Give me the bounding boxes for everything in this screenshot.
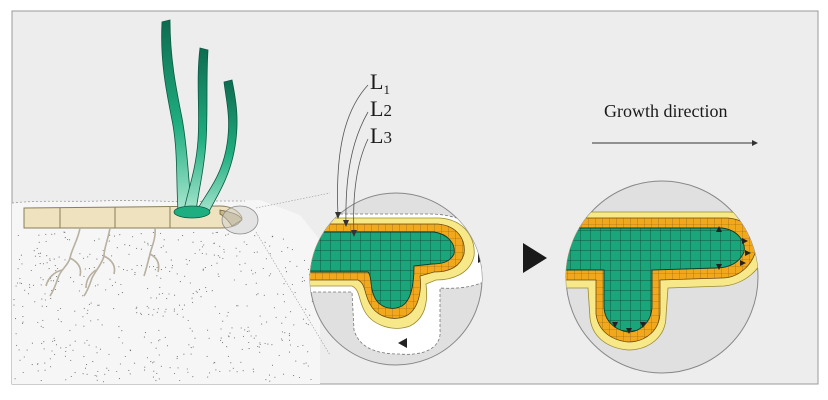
shoots [161, 19, 238, 219]
zoom-indicator [221, 192, 331, 356]
roots [45, 227, 160, 297]
layer-labels: L1 L2 L3 [335, 69, 392, 237]
label-l1: L1 [370, 69, 390, 97]
meristem-circle-after [565, 180, 759, 374]
meristem-circle-before [309, 192, 483, 366]
label-l2: L2 [370, 96, 392, 121]
right-triangle-icon [523, 243, 547, 273]
long-right-arrow-icon [592, 140, 758, 146]
soil [12, 200, 320, 384]
growth-direction-label: Growth direction [604, 101, 727, 121]
label-l3: L3 [370, 123, 392, 148]
triangle-arrow-icon [612, 226, 751, 334]
apex-arrow-down [398, 338, 407, 348]
